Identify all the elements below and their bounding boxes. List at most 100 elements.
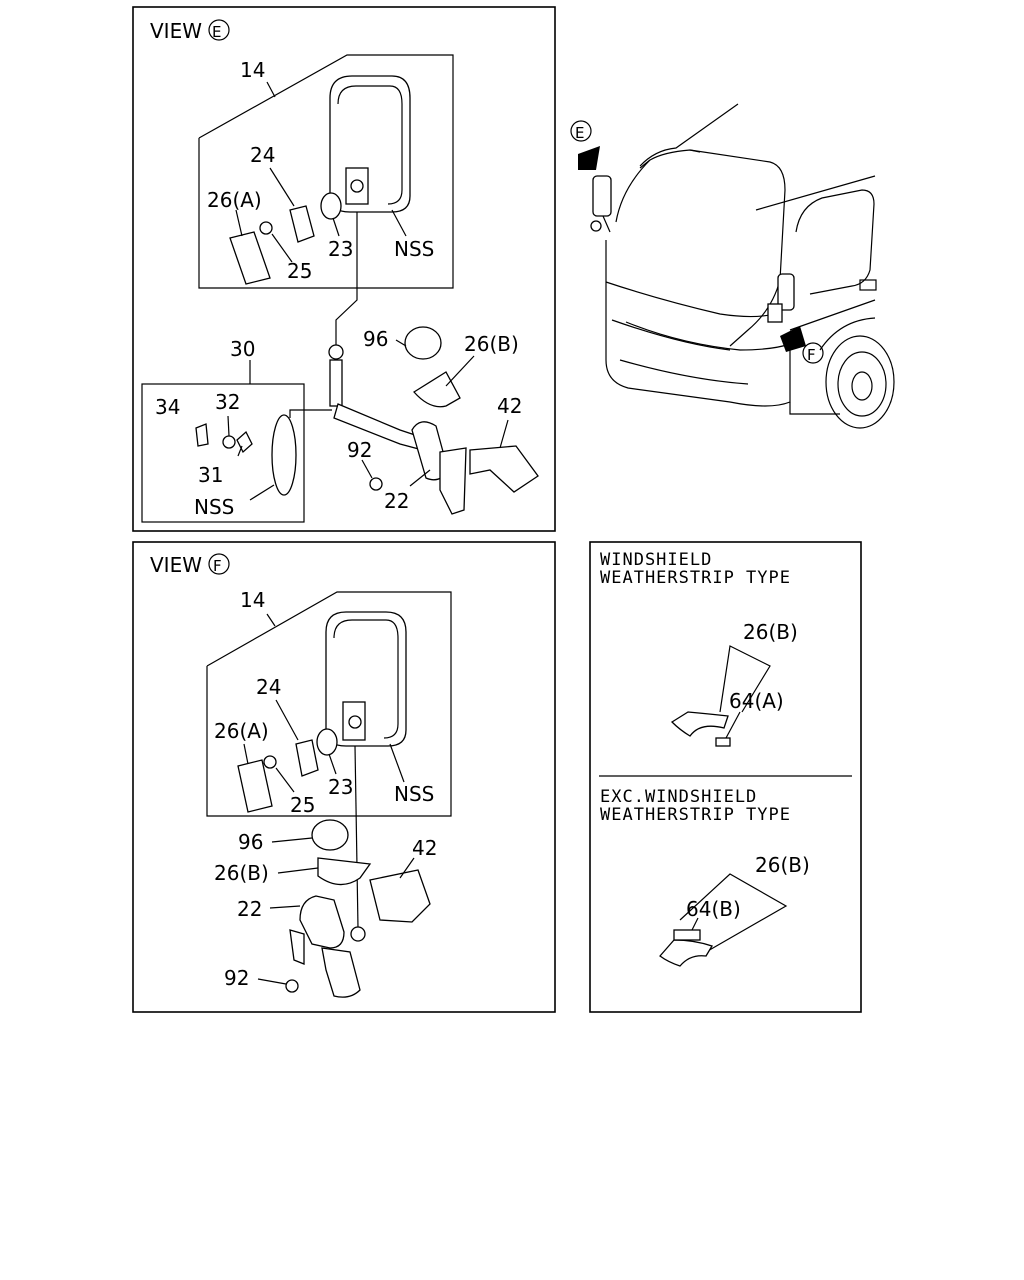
- view-f-cap-23: [316, 728, 338, 756]
- view-f-rod-joint: [350, 926, 366, 942]
- view-e-label-nss-1: NSS: [394, 237, 434, 261]
- weatherstrip-top-label-26b: 26(B): [743, 620, 798, 644]
- view-f-label-23: 23: [328, 775, 353, 799]
- view-e-part-24: [289, 205, 315, 243]
- view-e-screw-32: [222, 435, 236, 449]
- view-e-label-nss-2: NSS: [194, 495, 234, 519]
- weatherstrip-top-title-1: WINDSHIELD: [600, 550, 712, 570]
- view-e-inset-frame: [198, 54, 454, 289]
- view-f-bracket-42: [369, 869, 431, 923]
- view-f-screw-25: [263, 755, 277, 769]
- view-f-letter-circle: [208, 553, 230, 575]
- view-e-label-26a: 26(A): [207, 188, 262, 212]
- weatherstrip-top-title-2: WEATHERSTRIP TYPE: [600, 568, 791, 588]
- view-f-cover-26b: [317, 857, 372, 886]
- view-f-label-25: 25: [290, 793, 315, 817]
- view-f-label-26a: 26(A): [214, 719, 269, 743]
- view-f-label-26b: 26(B): [214, 861, 269, 885]
- view-e-base-plate: [439, 447, 467, 515]
- view-e-mirror-glass: [337, 85, 403, 205]
- view-e-label-24: 24: [250, 143, 275, 167]
- view-f-mirror-head: [325, 611, 407, 747]
- truck-arrow-f: [780, 326, 806, 352]
- view-e-label-14: 14: [240, 58, 265, 82]
- truck-wheel-outer: [825, 335, 895, 429]
- truck-illustration: E F: [570, 103, 895, 429]
- view-e-mirror-30: [271, 414, 297, 496]
- view-e-mirror-head: [329, 75, 411, 213]
- truck-arrow-f-letter: F: [807, 346, 816, 364]
- view-e-stay-rod: [335, 212, 358, 346]
- truck-mirror-right: [777, 273, 795, 311]
- view-f-panel: VIEW F 14 24 26(A) 25 2: [132, 541, 556, 1013]
- weatherstrip-bottom-cover: [659, 939, 713, 967]
- view-e-label-30: 30: [230, 337, 255, 361]
- view-f-part-24: [295, 739, 319, 777]
- view-e-label-34: 34: [155, 395, 180, 419]
- truck-mirror-left: [592, 175, 612, 217]
- view-e-part-34: [195, 423, 209, 447]
- truck-side-window: [795, 189, 875, 295]
- view-e-label-22: 22: [384, 489, 409, 513]
- view-e-screw-25: [259, 221, 273, 235]
- weatherstrip-bottom-part-64b: [673, 929, 701, 941]
- weatherstrip-frame: [589, 541, 862, 1013]
- truck-arrow-e-letter: E: [575, 124, 584, 142]
- view-e-letter-circle: [208, 19, 230, 41]
- view-f-letter: F: [213, 557, 222, 575]
- view-f-rubber-96: [311, 819, 349, 851]
- view-e-bracket-42: [469, 445, 539, 493]
- view-e-label-32: 32: [215, 390, 240, 414]
- view-f-inset-frame: [206, 591, 452, 817]
- view-f-label-24: 24: [256, 675, 281, 699]
- view-f-label-42: 42: [412, 836, 437, 860]
- weatherstrip-top-part-64a: [715, 737, 731, 747]
- view-f-bolt-92: [285, 979, 299, 993]
- view-e-bolt-92: [369, 477, 383, 491]
- view-f-title: VIEW: [150, 553, 202, 577]
- truck-wheel-inner: [837, 351, 887, 417]
- view-e-label-25: 25: [287, 259, 312, 283]
- view-e-cover-26b: [413, 371, 461, 408]
- view-f-cover-26a: [237, 759, 273, 813]
- view-e-label-31: 31: [198, 463, 223, 487]
- weatherstrip-bottom-title-1: EXC.WINDSHIELD: [600, 787, 757, 807]
- truck-front-panel: [605, 240, 791, 407]
- view-f-spring-22: [299, 895, 345, 949]
- view-f-mirror-pivot: [348, 715, 362, 729]
- view-f-label-96: 96: [238, 830, 263, 854]
- weatherstrip-top-label-64a: 64(A): [729, 689, 784, 713]
- weatherstrip-top-cover: [670, 711, 729, 737]
- view-e-rubber-96: [404, 326, 442, 360]
- view-e-cover-26a: [229, 231, 271, 285]
- view-f-label-92: 92: [224, 966, 249, 990]
- view-e-title: VIEW: [150, 19, 202, 43]
- view-f-frame: [132, 541, 556, 1013]
- view-e-label-26b: 26(B): [464, 332, 519, 356]
- view-e-label-92: 92: [347, 438, 372, 462]
- view-f-arm-tube: [321, 947, 361, 998]
- weatherstrip-bottom-label-26b: 26(B): [755, 853, 810, 877]
- view-e-rod-sleeve: [329, 359, 343, 407]
- view-e-panel: VIEW E: [132, 6, 556, 532]
- view-e-mirror-pivot: [350, 179, 364, 193]
- view-f-stay-rod: [354, 745, 359, 929]
- view-e-part-31: [236, 430, 253, 454]
- truck-arrow-f-circle: [802, 342, 824, 364]
- truck-roof-line: [639, 103, 739, 167]
- view-f-label-nss: NSS: [394, 782, 434, 806]
- view-e-inset-30: [141, 383, 305, 523]
- truck-wheel-hub: [851, 371, 873, 401]
- view-e-label-23: 23: [328, 237, 353, 261]
- weatherstrip-bottom-title-2: WEATHERSTRIP TYPE: [600, 805, 791, 825]
- weatherstrip-panel: WINDSHIELD WEATHERSTRIP TYPE EXC.WINDSHI…: [589, 541, 862, 1013]
- view-f-label-14: 14: [240, 588, 265, 612]
- view-e-letter: E: [212, 23, 221, 41]
- truck-arrow-e-circle: [570, 120, 592, 142]
- weatherstrip-bottom-label-64b: 64(B): [686, 897, 741, 921]
- view-e-cap-23: [320, 192, 342, 220]
- view-e-frame: [132, 6, 556, 532]
- view-e-label-42: 42: [497, 394, 522, 418]
- truck-windshield-frame: [615, 149, 786, 347]
